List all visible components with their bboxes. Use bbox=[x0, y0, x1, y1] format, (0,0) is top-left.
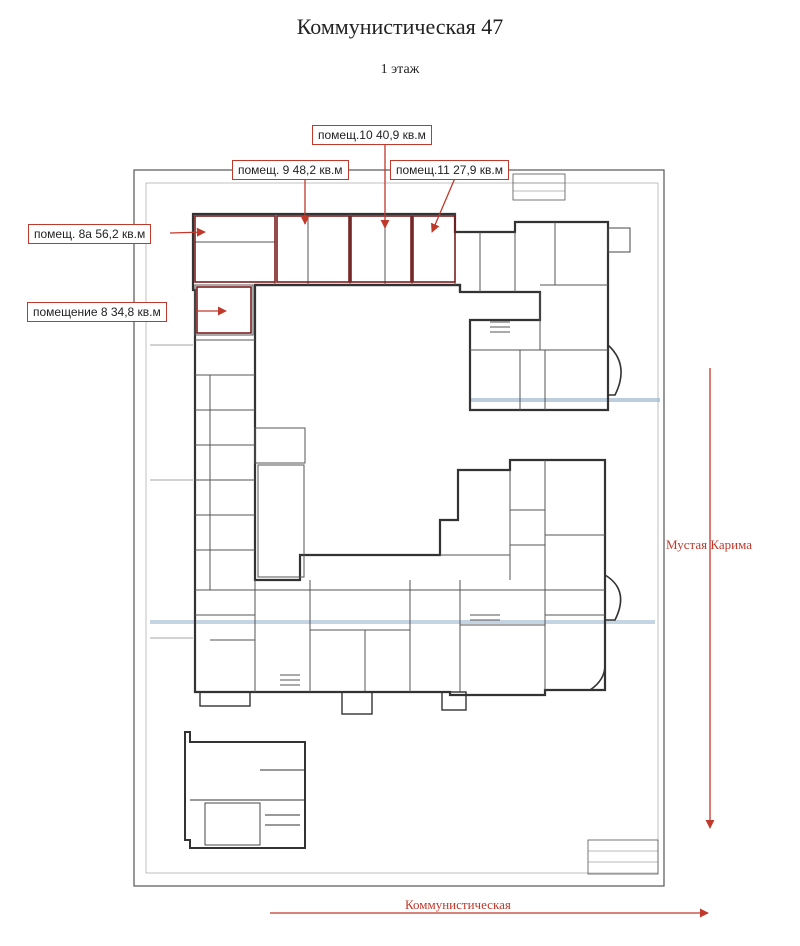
entrance bbox=[199, 691, 251, 707]
sheet-inner-frame bbox=[145, 182, 659, 874]
inner-walls bbox=[193, 214, 608, 692]
callout-room-9: помещ. 9 48,2 кв.м bbox=[232, 160, 349, 180]
entrance bbox=[341, 691, 373, 715]
stamp-top bbox=[512, 173, 566, 201]
callout-room-10: помещ.10 40,9 кв.м bbox=[312, 125, 432, 145]
street-label-right: Мустая Карима bbox=[666, 537, 752, 552]
entrance bbox=[441, 691, 467, 711]
scan-stripe bbox=[470, 398, 660, 402]
scan-stripe bbox=[150, 620, 655, 624]
street-label-bottom: Коммунистическая bbox=[405, 897, 511, 912]
page-title: Коммунистическая 47 bbox=[296, 14, 504, 39]
callout-leaders bbox=[169, 145, 456, 316]
highlighted-rooms bbox=[194, 215, 456, 334]
annex-stairs bbox=[607, 344, 622, 396]
stamp-bottom bbox=[587, 839, 659, 875]
detached-building bbox=[184, 731, 306, 849]
callout-room-11: помещ.11 27,9 кв.м bbox=[390, 160, 509, 180]
callout-room-8: помещение 8 34,8 кв.м bbox=[27, 302, 167, 322]
annex-stairs bbox=[604, 574, 622, 621]
floor-label: 1 этаж bbox=[380, 62, 420, 77]
outer-walls bbox=[191, 212, 610, 697]
sheet-frame bbox=[133, 169, 665, 887]
callout-room-8a: помещ. 8а 56,2 кв.м bbox=[28, 224, 152, 244]
